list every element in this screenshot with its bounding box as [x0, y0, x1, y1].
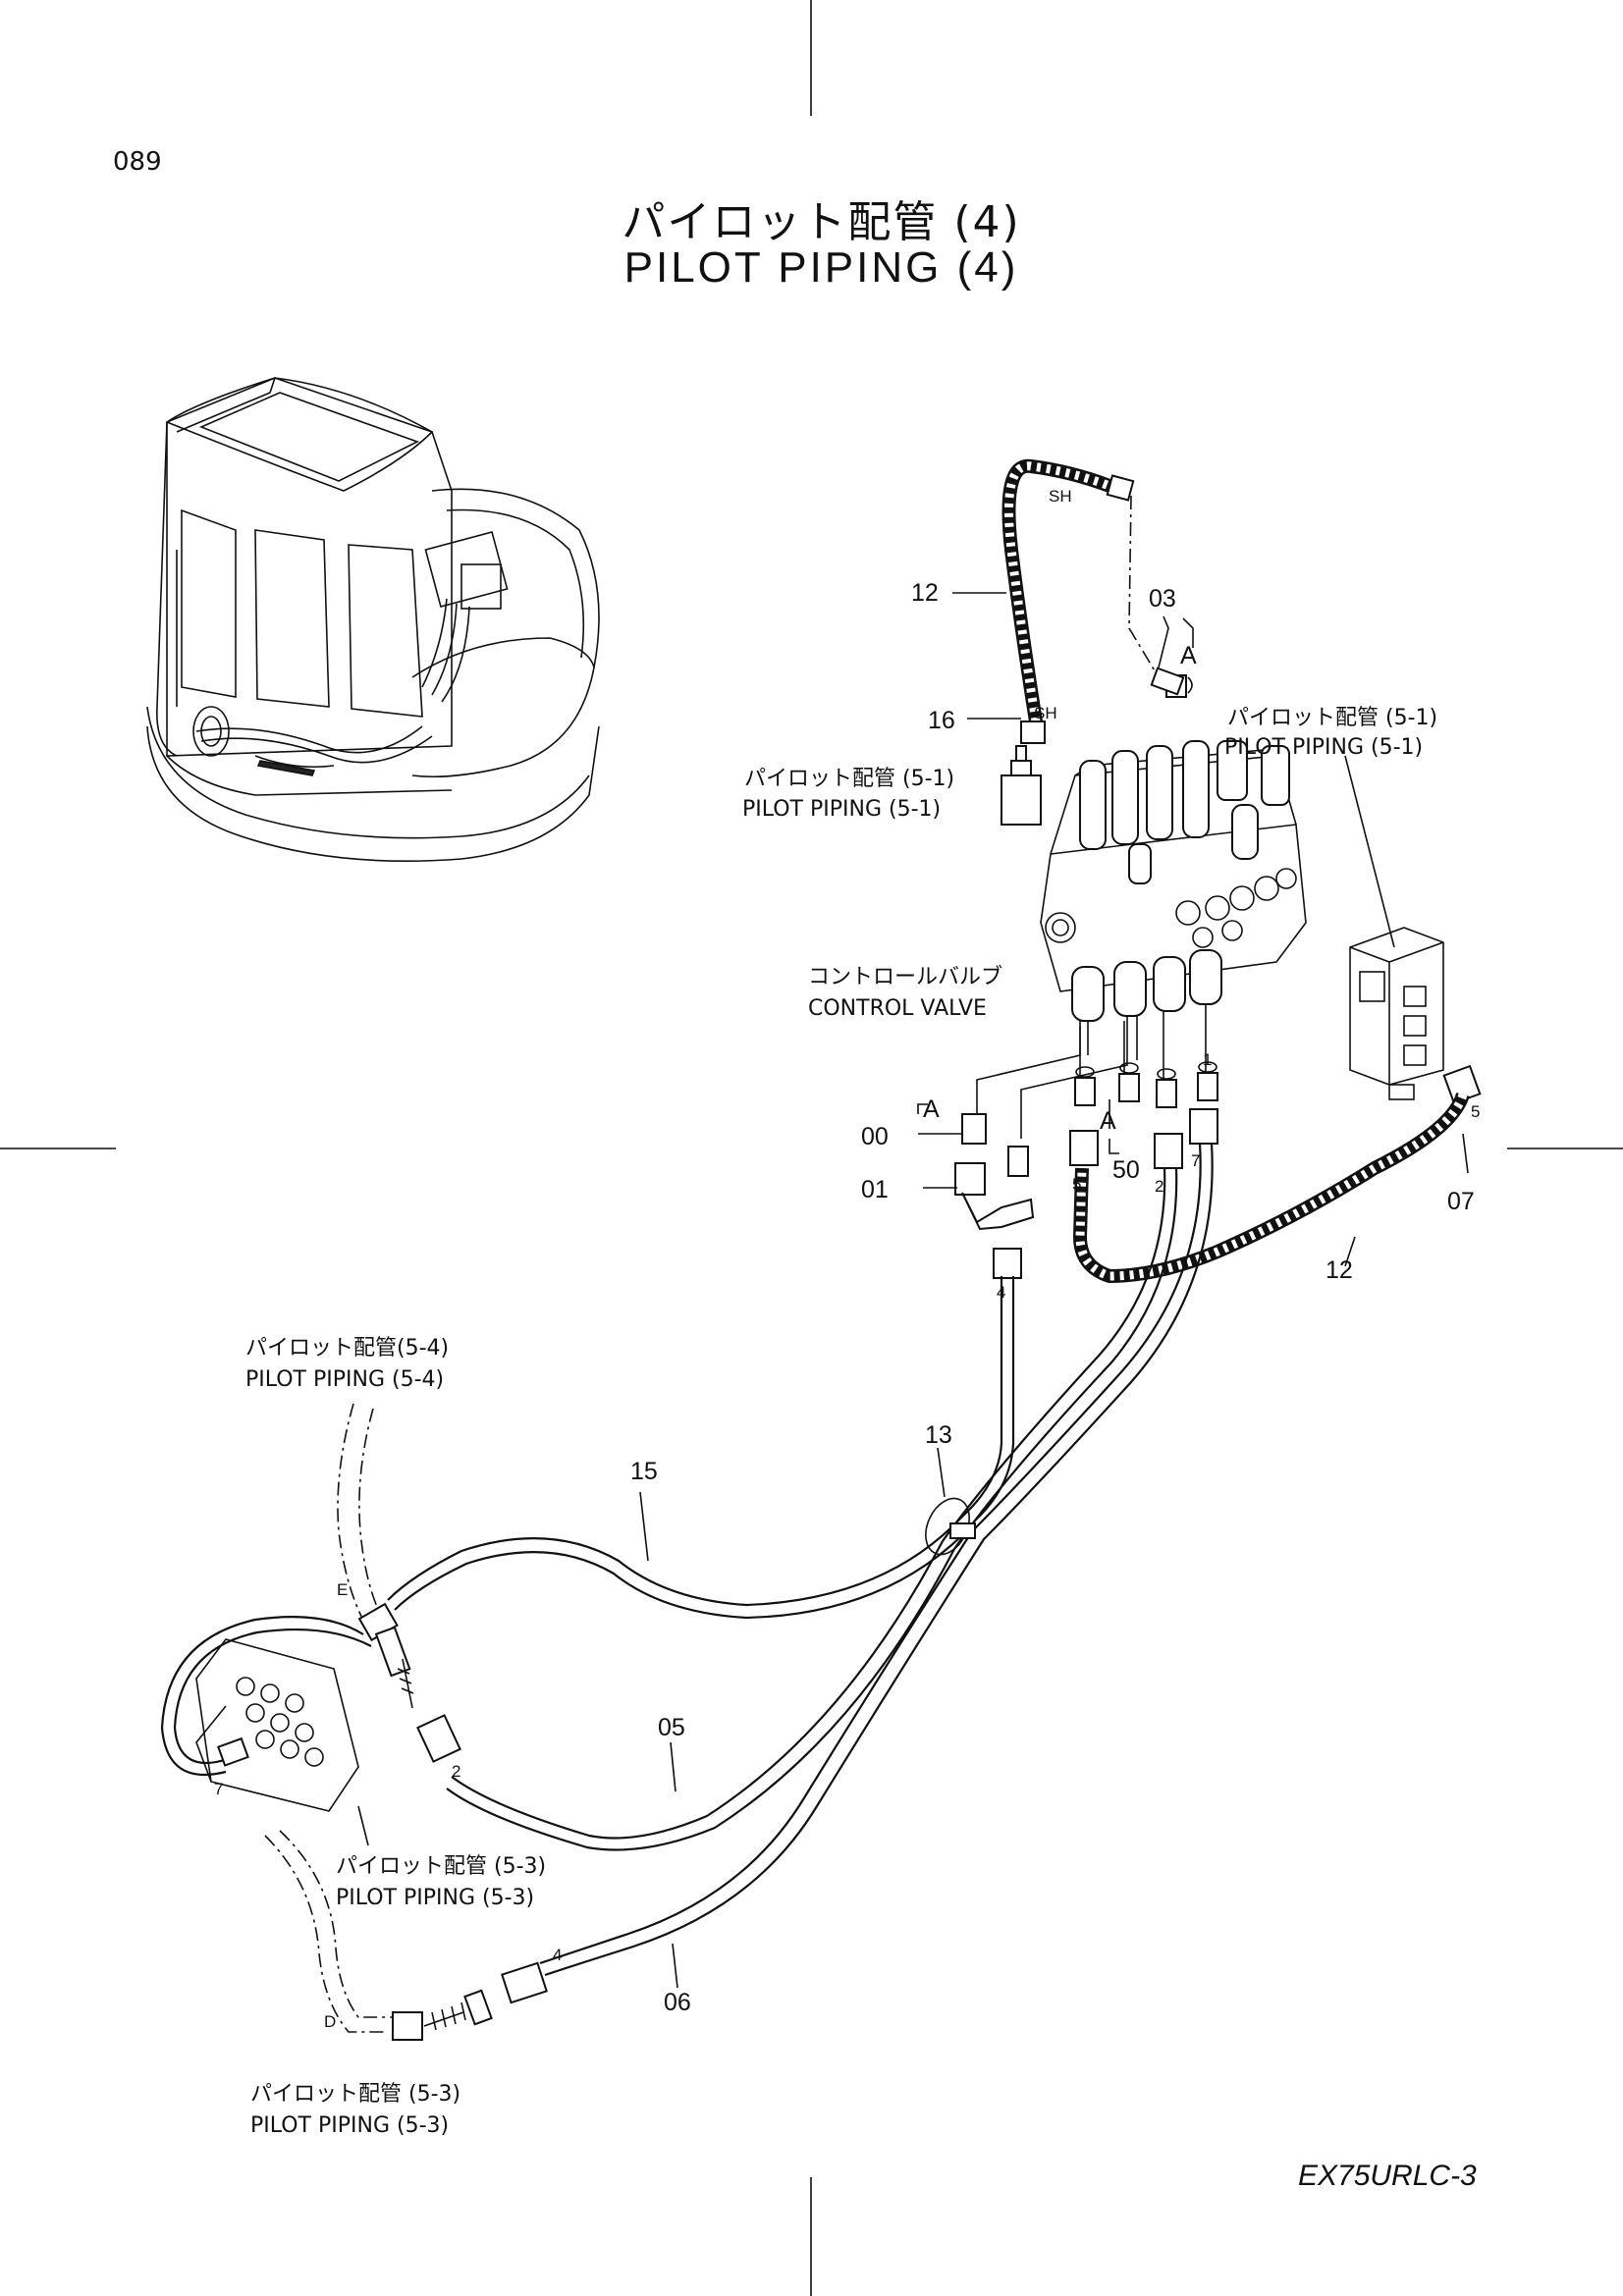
- callout-13: 13: [925, 1421, 952, 1449]
- valve-to-fitting-lines: [976, 1004, 1207, 1144]
- clamp-13: [925, 1497, 976, 1556]
- label-control-valve-jp: コントロールバルブ: [808, 965, 1002, 989]
- callout-50: 50: [1112, 1156, 1140, 1184]
- marker-4b: 4: [553, 1946, 562, 1964]
- excavator-cab-illustration: [146, 377, 600, 862]
- label-pilot-5-1-left-jp: パイロット配管 (5-1): [744, 767, 954, 791]
- callout-a-left: A: [923, 1095, 940, 1123]
- callout-05: 05: [658, 1714, 685, 1741]
- label-control-valve-en: CONTROL VALVE: [808, 996, 987, 1021]
- callout-01: 01: [861, 1176, 889, 1203]
- callout-a-mid: A: [1100, 1107, 1116, 1135]
- callout-07: 07: [1447, 1188, 1475, 1215]
- diagram-labels: パイロット配管 (5-1) PILOT PIPING (5-1) パイロット配管…: [245, 706, 1437, 2138]
- control-valve: [1040, 674, 1307, 1022]
- marker-d: D: [324, 2012, 336, 2031]
- long-hoses: [160, 1143, 1214, 1977]
- solenoid-block-left: [1001, 745, 1042, 826]
- marker-1: 1: [1203, 1050, 1212, 1069]
- pilot-piping-5-3-lower-lines: [264, 1830, 548, 2041]
- callout-06: 06: [664, 1989, 691, 2016]
- label-pilot-5-1-right-jp: パイロット配管 (5-1): [1227, 706, 1437, 730]
- marker-2a: 2: [1155, 1177, 1163, 1196]
- part-callouts: 12 03 A 16 SH SH A 00 01 A 50 07 12 13 1…: [214, 487, 1480, 2031]
- callout-sh-top: SH: [1049, 487, 1072, 506]
- marker-7a: 7: [1191, 1151, 1200, 1170]
- callout-sh-mid: SH: [1034, 704, 1057, 722]
- callout-a-top: A: [1180, 642, 1197, 669]
- label-pilot-5-1-right-en: PILOT PIPING (5-1): [1224, 735, 1423, 760]
- callout-00: 00: [861, 1123, 889, 1150]
- marker-2b: 2: [452, 1762, 460, 1781]
- callout-03: 03: [1149, 585, 1176, 613]
- callout-16: 16: [928, 707, 955, 734]
- callout-15: 15: [630, 1458, 658, 1485]
- marker-4a: 4: [997, 1283, 1005, 1302]
- label-pilot-5-3-mid-en: PILOT PIPING (5-3): [336, 1886, 534, 1910]
- label-pilot-5-3-mid-jp: パイロット配管 (5-3): [336, 1854, 546, 1879]
- title-japanese: パイロット配管 (4): [622, 197, 1021, 247]
- marker-7b: 7: [214, 1780, 223, 1798]
- label-pilot-5-3-bottom-en: PILOT PIPING (5-3): [250, 2113, 449, 2138]
- fitting-2-left: [416, 1714, 461, 1763]
- hose-12-right: [1072, 1092, 1470, 1284]
- label-pilot-5-3-bottom-jp: パイロット配管 (5-3): [250, 2082, 460, 2107]
- leader-lines: [357, 592, 1469, 1989]
- label-pilot-5-4-jp: パイロット配管(5-4): [245, 1336, 449, 1361]
- callout-12-top: 12: [911, 579, 939, 607]
- callout-12-right: 12: [1325, 1256, 1353, 1284]
- marker-e: E: [337, 1580, 348, 1599]
- title-english: PILOT PIPING (4): [623, 243, 1019, 292]
- hose-12-top: [1001, 458, 1193, 744]
- fittings-row: [954, 1061, 1482, 1279]
- page-number: 089: [113, 147, 162, 177]
- model-number: EX75URLC-3: [1298, 2160, 1477, 2192]
- pilot-piping-5-4-lines: [337, 1403, 414, 1709]
- marker-5a: 5: [1072, 1175, 1081, 1194]
- label-pilot-5-4-en: PILOT PIPING (5-4): [245, 1367, 444, 1392]
- junction-block: [195, 1638, 359, 1812]
- solenoid-block-right: [1349, 927, 1444, 1100]
- marker-5b: 5: [1471, 1102, 1480, 1121]
- label-pilot-5-1-left-en: PILOT PIPING (5-1): [742, 797, 941, 822]
